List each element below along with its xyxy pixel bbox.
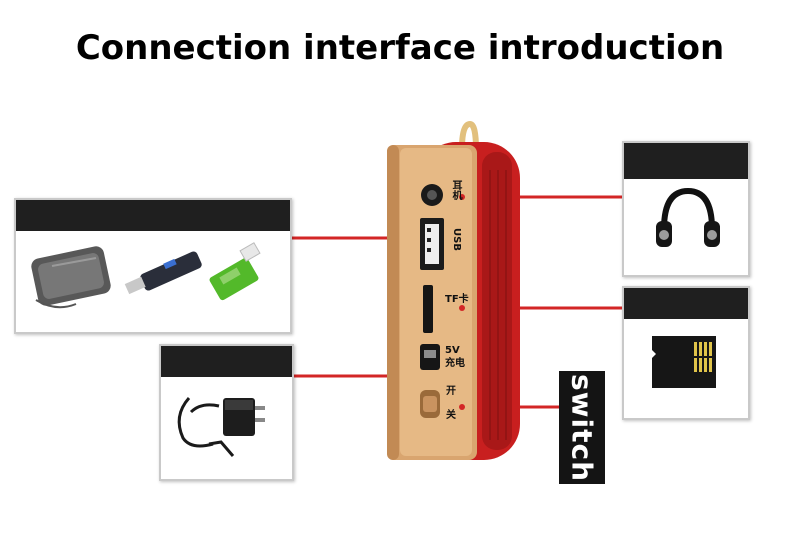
card-reader-icon xyxy=(209,242,261,301)
power-adapter-icon xyxy=(177,397,265,457)
page-title: Connection interface introduction xyxy=(75,28,725,68)
headphones-icon xyxy=(656,187,720,247)
headphones-box xyxy=(622,141,750,277)
usb-port-label: USB xyxy=(451,228,462,251)
tf-card-port-label: TF卡 xyxy=(445,294,469,305)
usb-flash-drive-icon xyxy=(124,251,202,295)
usb-devices-box xyxy=(14,198,292,334)
switch-callout: switch xyxy=(559,371,605,484)
tf-card-box xyxy=(622,286,750,420)
earphone-port-label: 耳机 xyxy=(450,180,461,200)
usb-devices-illustration xyxy=(31,242,261,309)
charger-box xyxy=(159,344,294,481)
switch-callout-label: switch xyxy=(565,373,599,482)
microsd-card-icon xyxy=(652,336,716,388)
hard-drive-icon xyxy=(31,246,111,309)
charge-port-label-bottom: 充电 xyxy=(445,358,465,369)
switch-off-label: 关 xyxy=(446,410,456,421)
switch-on-label: 开 xyxy=(446,386,456,397)
tf-card-slot xyxy=(423,285,433,333)
charge-port-label-top: 5V xyxy=(445,345,460,356)
